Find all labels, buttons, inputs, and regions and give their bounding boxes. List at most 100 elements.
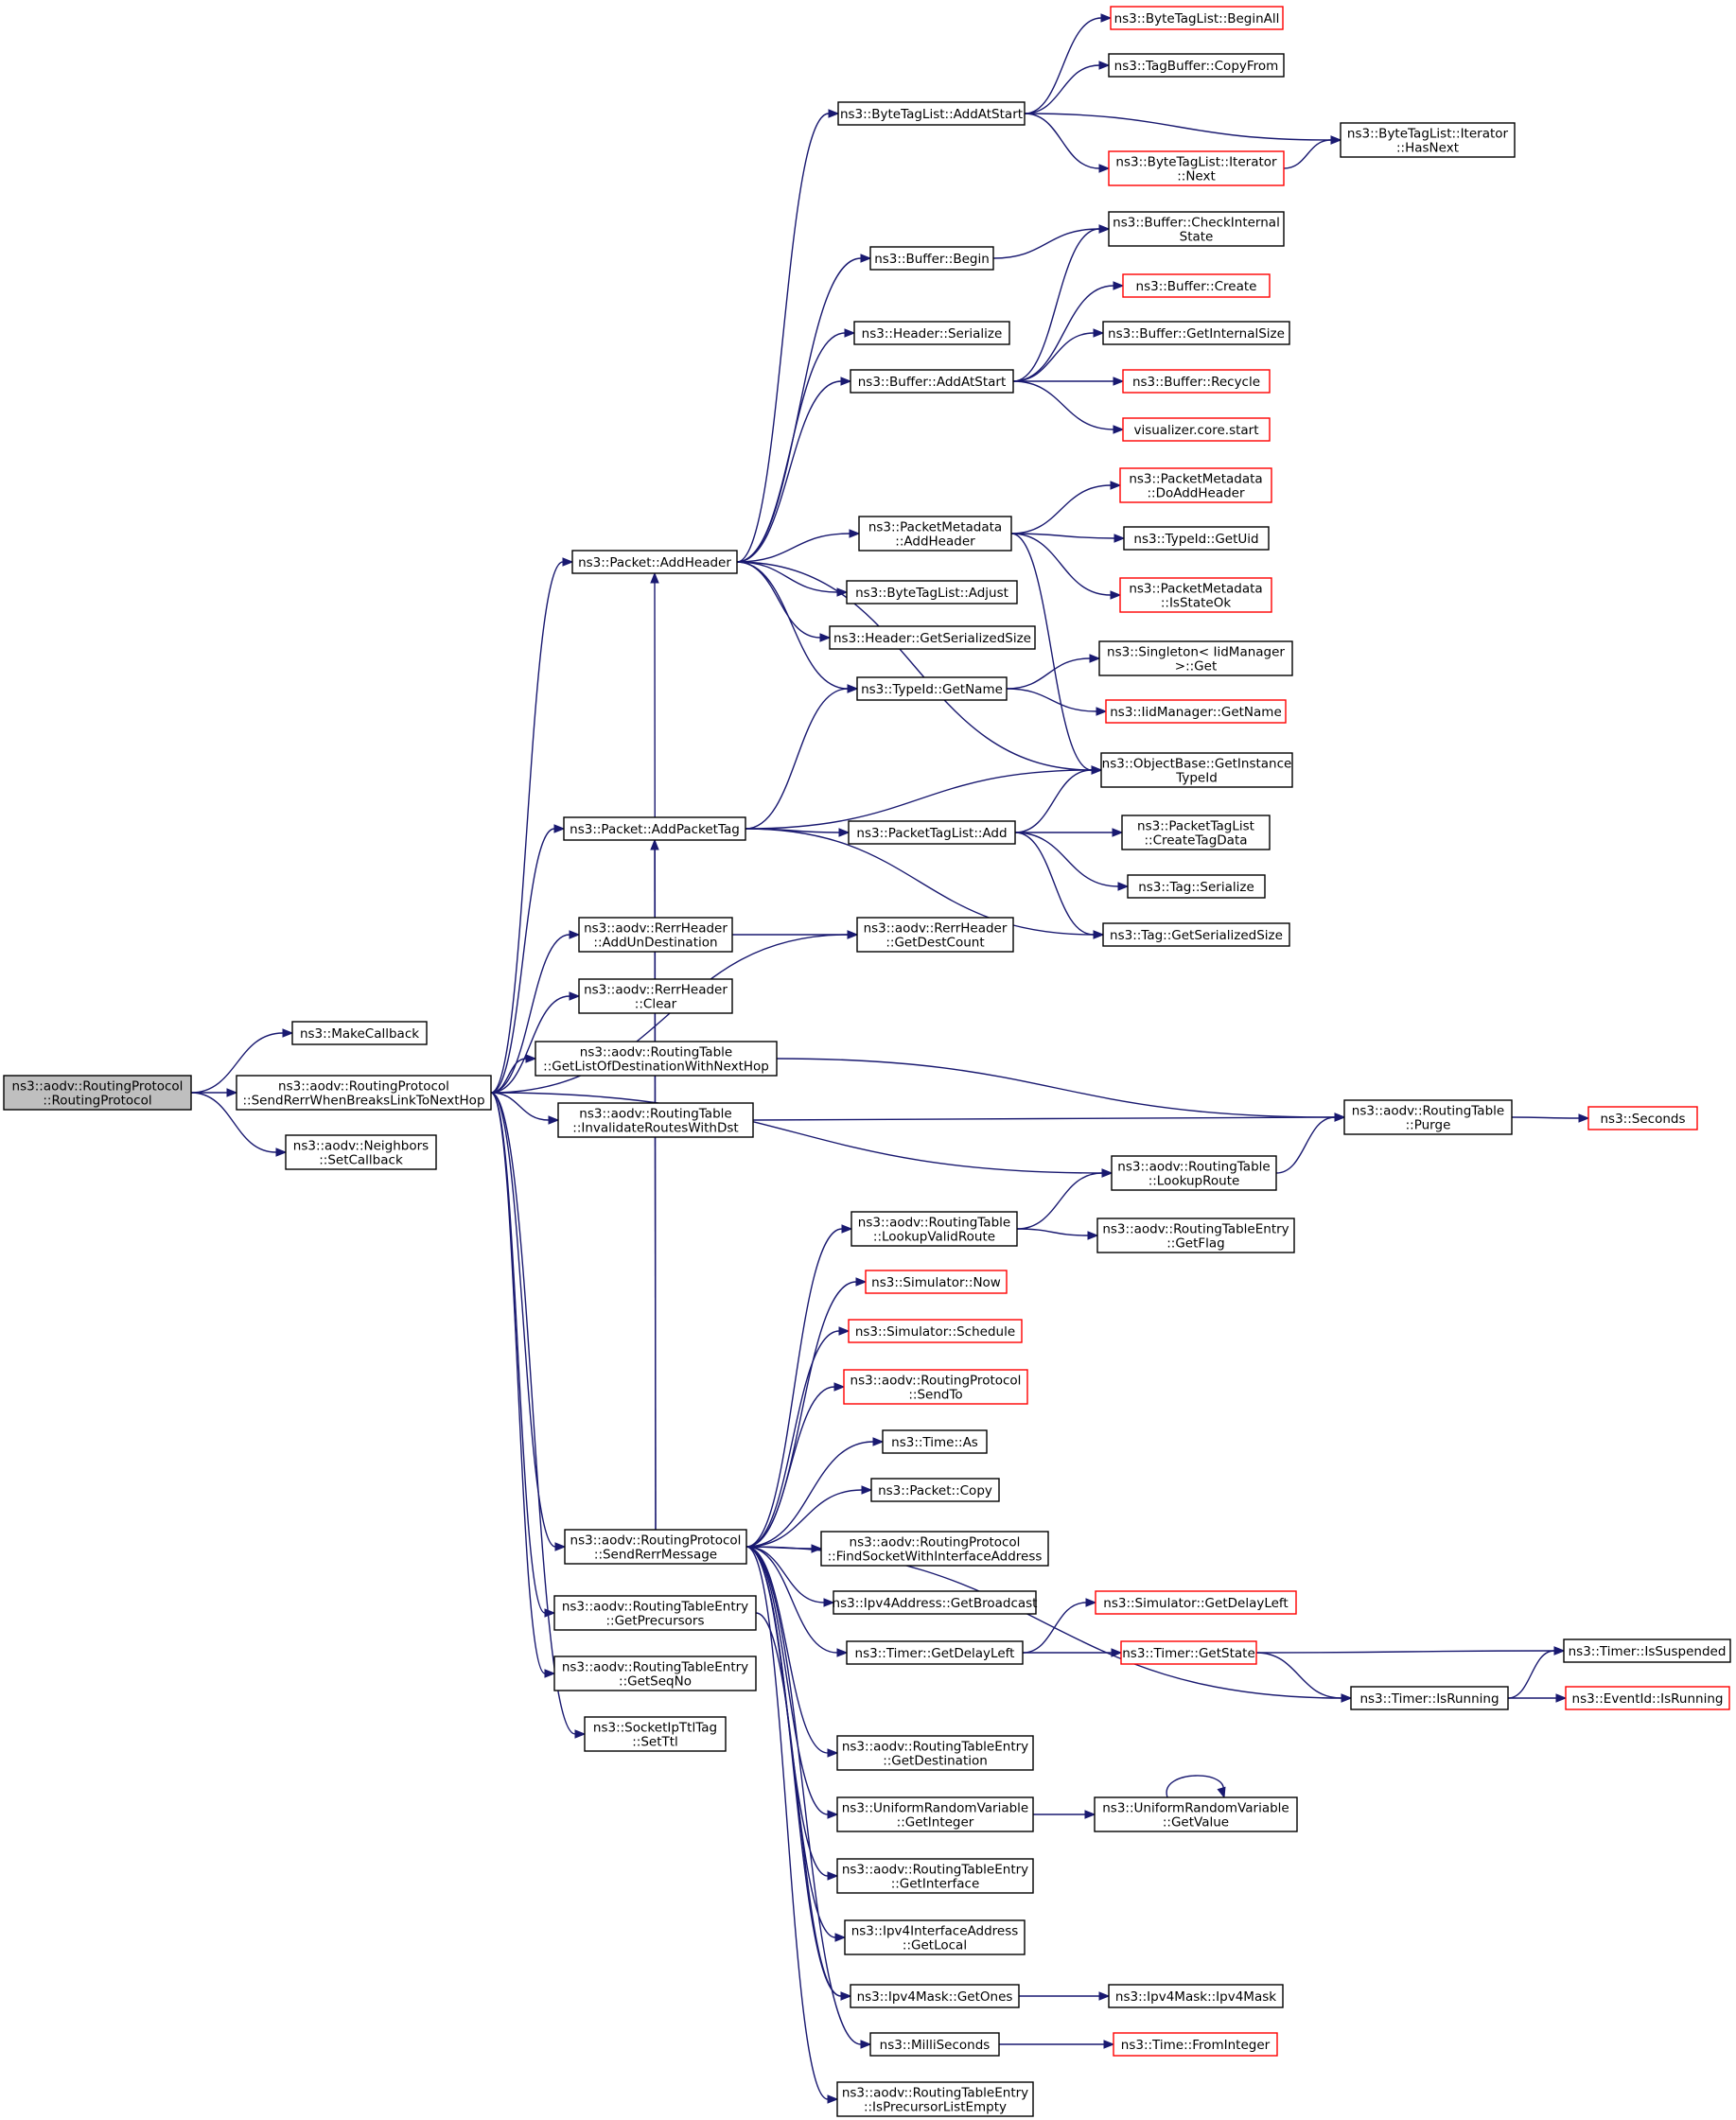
node-btl-beginall[interactable]: ns3::ByteTagList::BeginAll xyxy=(1110,6,1284,30)
node-hdr-serialize[interactable]: ns3::Header::Serialize xyxy=(853,321,1010,345)
node-btl-adjust[interactable]: ns3::ByteTagList::Adjust xyxy=(846,580,1018,604)
node-box xyxy=(833,1590,1037,1615)
edge-timer_getdelay-to-sim_getdelay xyxy=(1022,1598,1097,1654)
edge-root-to-neigh_setcb xyxy=(190,1092,288,1157)
node-neigh-setcb[interactable]: ns3::aodv::Neighbors::SetCallback xyxy=(285,1134,437,1170)
node-btl-addatstart[interactable]: ns3::ByteTagList::AddAtStart xyxy=(837,101,1026,126)
node-ipv4-getbcast[interactable]: ns3::Ipv4Address::GetBroadcast xyxy=(833,1590,1038,1615)
node-btl-it-hasnext[interactable]: ns3::ByteTagList::Iterator::HasNext xyxy=(1340,122,1516,158)
edge-root-to-makecb xyxy=(190,1028,294,1094)
node-rp-findsock[interactable]: ns3::aodv::RoutingProtocol::FindSocketWi… xyxy=(820,1531,1049,1567)
node-pkt-addtag[interactable]: ns3::Packet::AddPacketTag xyxy=(563,816,746,841)
node-singleton-get[interactable]: ns3::Singleton< IidManager>::Get xyxy=(1098,640,1293,676)
node-sim-now[interactable]: ns3::Simulator::Now xyxy=(865,1270,1008,1294)
edge-line xyxy=(1283,139,1332,169)
node-mask-getones[interactable]: ns3::Ipv4Mask::GetOnes xyxy=(850,1984,1020,2008)
node-box xyxy=(1343,1099,1513,1135)
node-timer-getstate[interactable]: ns3::Timer::GetState xyxy=(1120,1640,1257,1665)
node-rerr-clear[interactable]: ns3::aodv::RerrHeader::Clear xyxy=(578,978,733,1014)
node-box xyxy=(1110,6,1284,30)
node-time-as[interactable]: ns3::Time::As xyxy=(882,1429,988,1454)
node-time-fromint[interactable]: ns3::Time::FromInteger xyxy=(1113,2032,1278,2057)
node-sim-getdelay[interactable]: ns3::Simulator::GetDelayLeft xyxy=(1095,1590,1297,1615)
node-buf-getintsize[interactable]: ns3::Buffer::GetInternalSize xyxy=(1102,321,1290,345)
node-label: ::GetInterface xyxy=(891,1877,980,1892)
node-pm-addheader[interactable]: ns3::PacketMetadata::AddHeader xyxy=(858,516,1012,552)
node-rte-getiface[interactable]: ns3::aodv::RoutingTableEntry::GetInterfa… xyxy=(836,1858,1034,1894)
node-box xyxy=(1122,369,1271,394)
node-mask-ipv4mask[interactable]: ns3::Ipv4Mask::Ipv4Mask xyxy=(1108,1984,1284,2008)
node-timer-getdelay[interactable]: ns3::Timer::GetDelayLeft xyxy=(846,1640,1024,1665)
node-tagbuf-copyfrom[interactable]: ns3::TagBuffer::CopyFrom xyxy=(1108,53,1285,78)
node-hdr-getsize[interactable]: ns3::Header::GetSerializedSize xyxy=(829,625,1036,650)
node-sendrerrmsg[interactable]: ns3::aodv::RoutingProtocol::SendRerrMess… xyxy=(564,1529,747,1565)
node-makecb[interactable]: ns3::MakeCallback xyxy=(291,1021,428,1045)
node-typeid-getuid[interactable]: ns3::TypeId::GetUid xyxy=(1123,526,1270,551)
node-label: State xyxy=(1180,230,1214,245)
node-buf-create[interactable]: ns3::Buffer::Create xyxy=(1122,273,1271,298)
node-rte-getflag[interactable]: ns3::aodv::RoutingTableEntry::GetFlag xyxy=(1096,1218,1295,1253)
node-label: ns3::Ipv4Mask::GetOnes xyxy=(857,1989,1013,2005)
node-typeid-getname[interactable]: ns3::TypeId::GetName xyxy=(856,676,1008,701)
node-rt-lookuproute[interactable]: ns3::aodv::RoutingTable::LookupRoute xyxy=(1111,1155,1277,1191)
node-sim-schedule[interactable]: ns3::Simulator::Schedule xyxy=(848,1319,1023,1343)
node-label: ::SendRerrWhenBreaksLinkToNextHop xyxy=(242,1094,484,1109)
node-iidmgr-getname[interactable]: ns3::IidManager::GetName xyxy=(1105,699,1287,724)
node-rt-purge[interactable]: ns3::aodv::RoutingTable::Purge xyxy=(1343,1099,1513,1135)
arrowhead xyxy=(838,1326,850,1336)
node-viz-start[interactable]: visualizer.core.start xyxy=(1122,417,1271,442)
node-pm-doadd[interactable]: ns3::PacketMetadata::DoAddHeader xyxy=(1119,467,1272,503)
arrowhead xyxy=(1098,61,1111,70)
node-buf-begin[interactable]: ns3::Buffer::Begin xyxy=(869,246,994,271)
node-tag-getsize[interactable]: ns3::Tag::GetSerializedSize xyxy=(1102,922,1290,947)
edge-sendrerrmsg-to-sim_schedule xyxy=(745,1326,850,1548)
node-rt-getlist[interactable]: ns3::aodv::RoutingTable::GetListOfDestin… xyxy=(535,1041,778,1077)
node-rt-invalidate[interactable]: ns3::aodv::RoutingTable::InvalidateRoute… xyxy=(557,1102,754,1138)
edge-pm_addheader-to-pm_isstateok xyxy=(1010,533,1122,600)
node-sendrerr-break[interactable]: ns3::aodv::RoutingProtocol::SendRerrWhen… xyxy=(236,1075,492,1111)
edge-timer_getstate-to-timer_issusp xyxy=(1255,1646,1566,1656)
node-buf-addatstart[interactable]: ns3::Buffer::AddAtStart xyxy=(850,369,1014,394)
node-tag-serialize[interactable]: ns3::Tag::Serialize xyxy=(1127,874,1266,899)
node-timer-issusp[interactable]: ns3::Timer::IsSuspended xyxy=(1563,1638,1731,1663)
edge-line xyxy=(1014,832,1095,936)
node-box xyxy=(836,1796,1034,1832)
arrowhead xyxy=(1085,1598,1097,1607)
node-rte-getseq[interactable]: ns3::aodv::RoutingTableEntry::GetSeqNo xyxy=(553,1656,757,1691)
node-label: ns3::PacketTagList xyxy=(1137,819,1254,834)
node-urv-getint[interactable]: ns3::UniformRandomVariable::GetInteger xyxy=(836,1796,1034,1832)
node-label: ::LookupRoute xyxy=(1149,1174,1240,1189)
node-rte-getprec[interactable]: ns3::aodv::RoutingTableEntry::GetPrecurs… xyxy=(553,1595,757,1631)
node-pkt-copy[interactable]: ns3::Packet::Copy xyxy=(870,1478,1000,1502)
node-ipv4if-getlocal[interactable]: ns3::Ipv4InterfaceAddress::GetLocal xyxy=(844,1919,1026,1955)
node-seconds[interactable]: ns3::Seconds xyxy=(1587,1106,1698,1130)
edge-sendrerr_break-to-rerr_addun xyxy=(490,930,581,1094)
node-buf-recycle[interactable]: ns3::Buffer::Recycle xyxy=(1122,369,1271,394)
edge-line xyxy=(190,1032,284,1094)
node-box xyxy=(291,1021,428,1045)
node-rerr-addun[interactable]: ns3::aodv::RerrHeader::AddUnDestination xyxy=(578,917,733,953)
node-ptl-createtag[interactable]: ns3::PacketTagList::CreateTagData xyxy=(1121,815,1271,850)
node-rte-isprecempty[interactable]: ns3::aodv::RoutingTableEntry::IsPrecurso… xyxy=(836,2081,1034,2117)
node-rp-sendto[interactable]: ns3::aodv::RoutingProtocol::SendTo xyxy=(843,1369,1028,1405)
edge-urv_getint-to-urv_getvalue xyxy=(1032,1810,1096,1819)
node-rte-getdest[interactable]: ns3::aodv::RoutingTableEntry::GetDestina… xyxy=(836,1735,1034,1771)
node-rt-lookupvalid[interactable]: ns3::aodv::RoutingTable::LookupValidRout… xyxy=(850,1211,1018,1247)
node-root[interactable]: ns3::aodv::RoutingProtocol::RoutingProto… xyxy=(3,1075,192,1111)
node-pkt-addheader[interactable]: ns3::Packet::AddHeader xyxy=(571,550,738,574)
node-box xyxy=(535,1041,778,1077)
node-box xyxy=(1096,1218,1295,1253)
node-rerr-getdest[interactable]: ns3::aodv::RerrHeader::GetDestCount xyxy=(856,917,1014,953)
node-urv-getvalue[interactable]: ns3::UniformRandomVariable::GetValue xyxy=(1094,1796,1298,1832)
node-btl-it-next[interactable]: ns3::ByteTagList::Iterator::Next xyxy=(1108,150,1285,186)
node-sock-setttl[interactable]: ns3::SocketIpTtlTag::SetTtl xyxy=(584,1716,727,1752)
node-ptl-add[interactable]: ns3::PacketTagList::Add xyxy=(848,820,1016,845)
node-timer-isrunning[interactable]: ns3::Timer::IsRunning xyxy=(1350,1686,1509,1710)
arrowhead xyxy=(834,1933,847,1942)
node-event-isrunning[interactable]: ns3::EventId::IsRunning xyxy=(1565,1686,1730,1710)
node-milliseconds[interactable]: ns3::MilliSeconds xyxy=(869,2032,1000,2057)
node-label: ns3::Timer::GetState xyxy=(1122,1646,1255,1661)
node-pm-isstateok[interactable]: ns3::PacketMetadata::IsStateOk xyxy=(1119,577,1272,613)
